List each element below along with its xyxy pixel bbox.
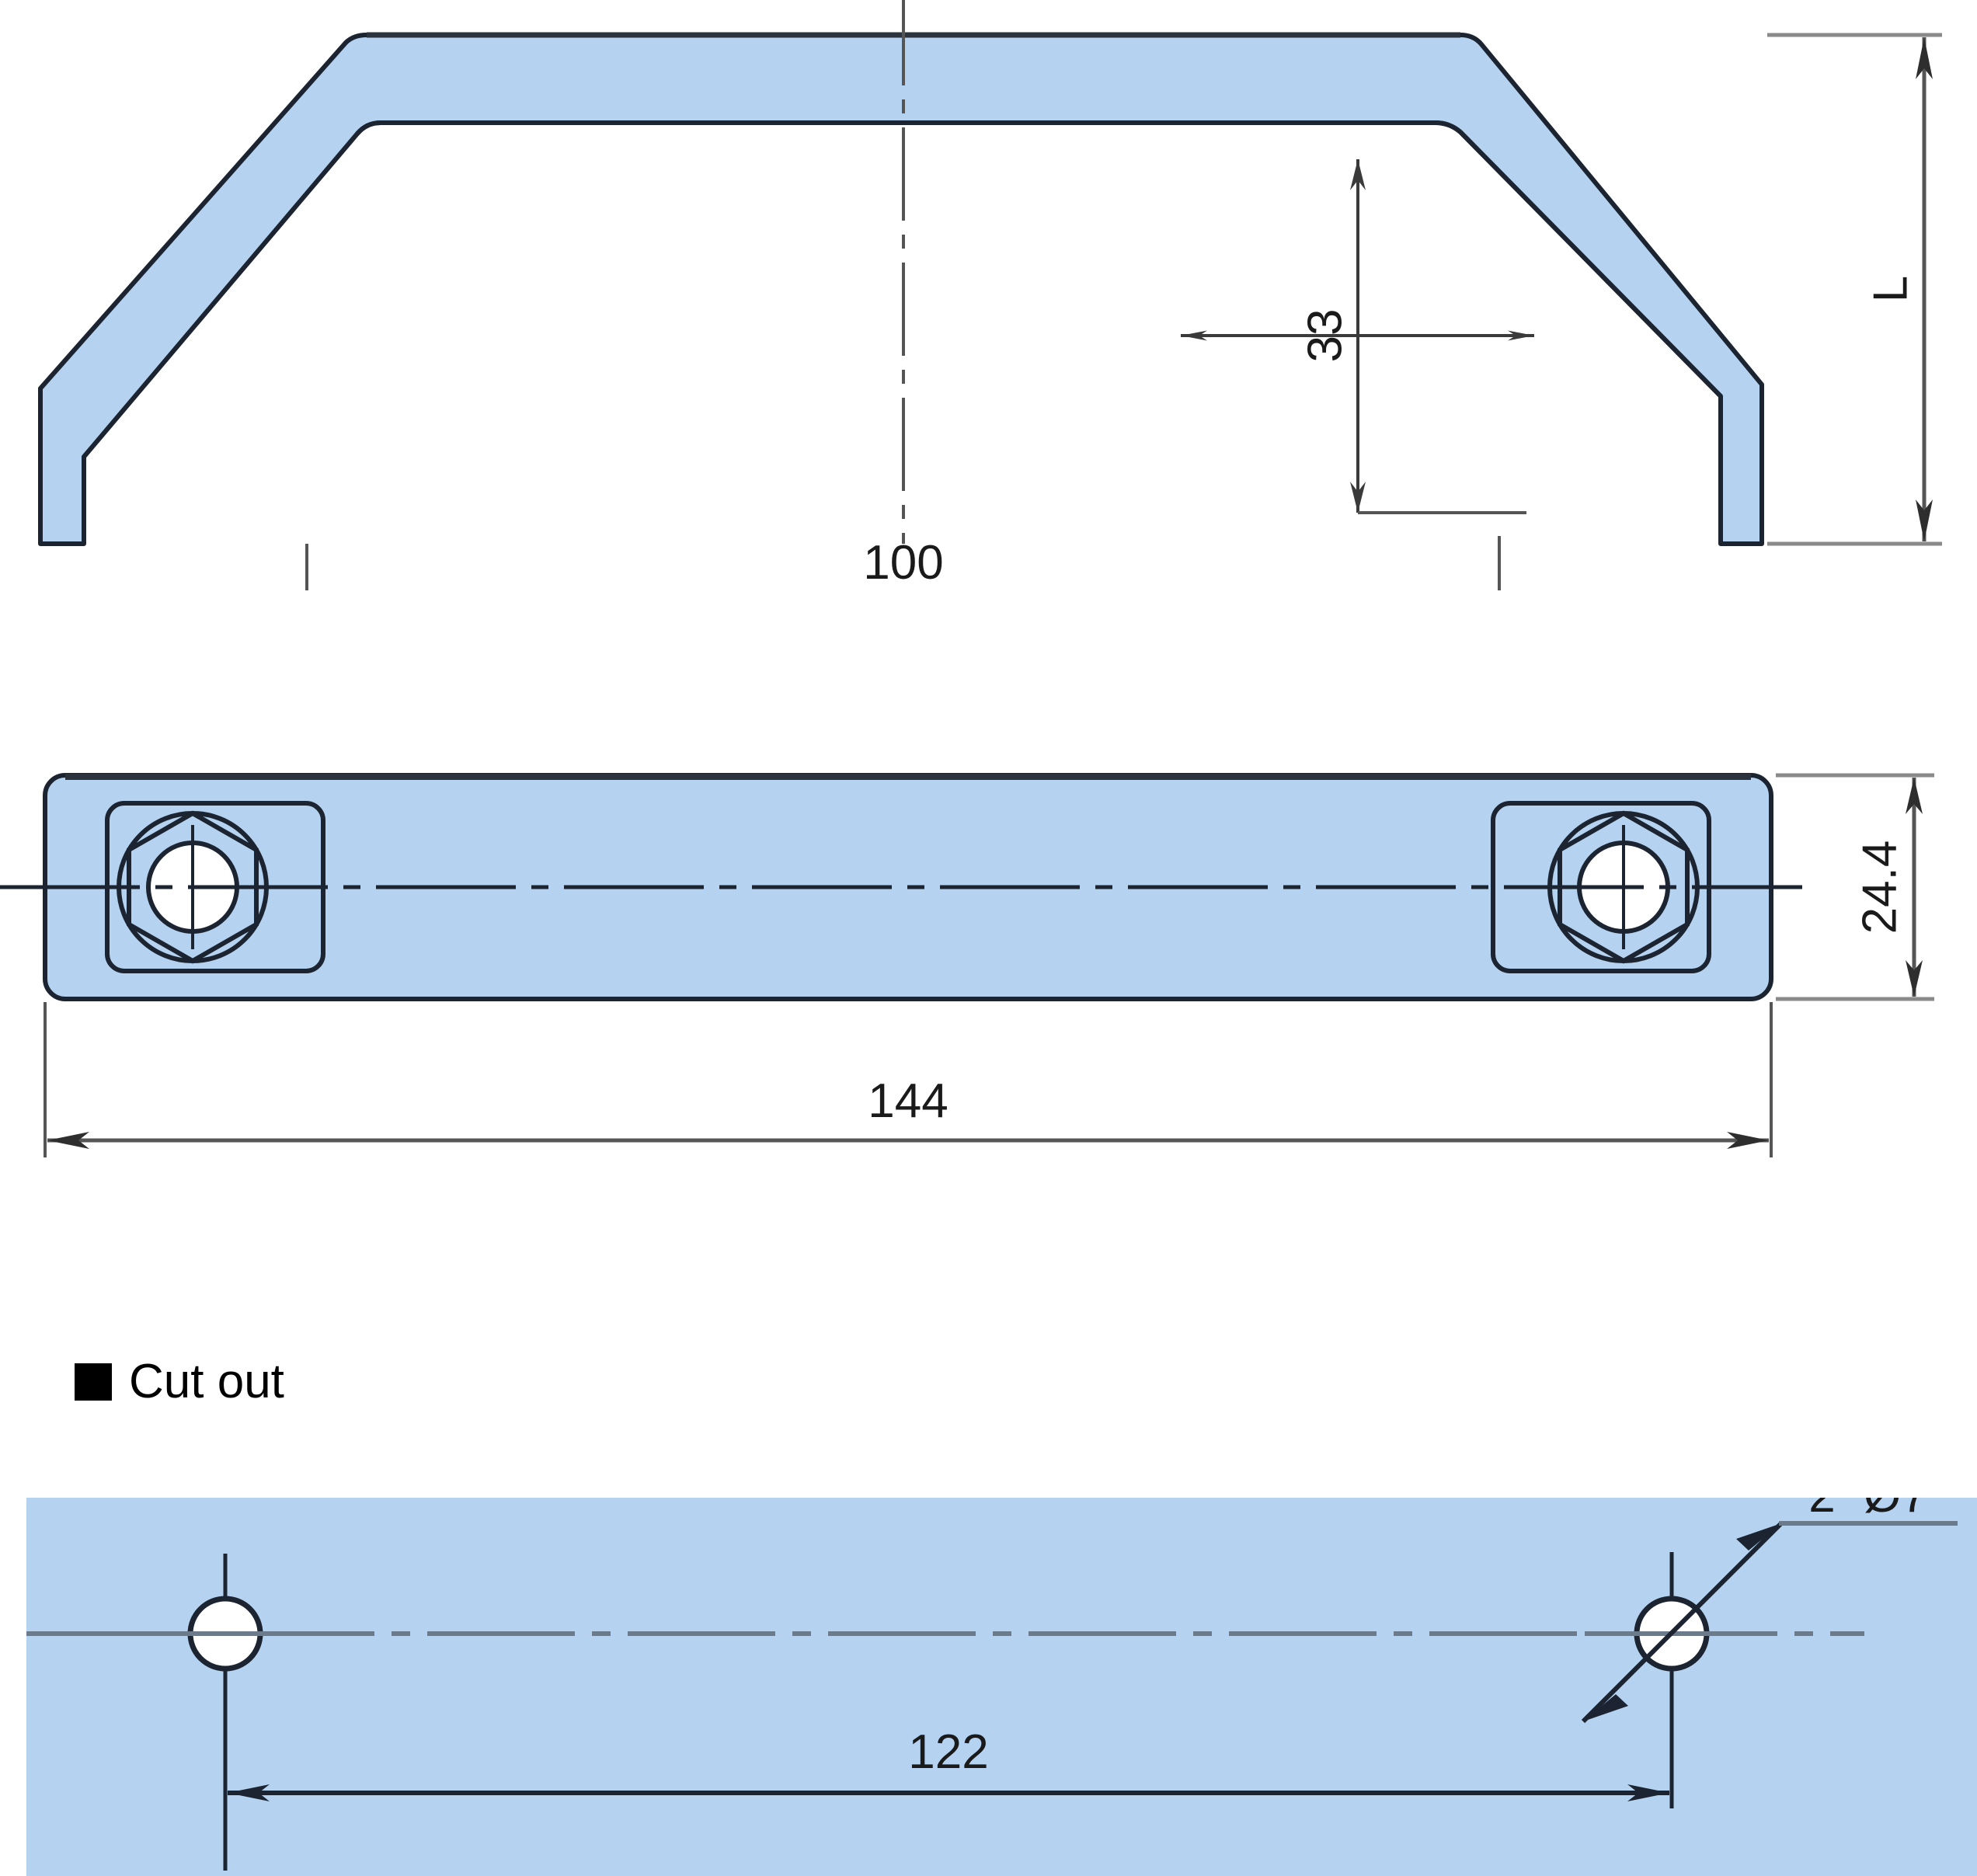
dimension-hole-spacing-label: 122 <box>908 1725 988 1779</box>
dimension-grip-height: 33 <box>1181 159 1534 514</box>
dimension-grip-width: 100 <box>305 536 1501 590</box>
dimension-overall-height-label: L <box>1864 276 1917 302</box>
cutout-legend-label: Cut out <box>129 1355 284 1408</box>
dimension-grip-width-label: 100 <box>863 536 943 590</box>
cutout-panel <box>26 1498 1977 1876</box>
hole-callout-label: 2−Ø7 <box>1808 1498 1927 1523</box>
dimension-grip-height-label: 33 <box>1298 309 1352 363</box>
dimension-hole-spacing: 122 <box>223 1669 1674 1808</box>
hole-callout-leader: 2−Ø7 <box>1581 1498 1958 1724</box>
filled-square-icon <box>75 1363 112 1401</box>
dimension-overall-width: 24.4 <box>1776 773 1934 1001</box>
cutout-legend: Cut out <box>75 1358 284 1406</box>
top-plan-view: 24.4 144 <box>0 773 1934 1157</box>
dimension-overall-height: L <box>1767 33 1942 546</box>
cutout-view: 2−Ø7 122 <box>26 1498 1977 1876</box>
dimension-overall-length: 144 <box>44 1002 1773 1157</box>
dimension-overall-width-label: 24.4 <box>1853 841 1906 935</box>
front-elevation-view: 33 100 L <box>38 0 1942 590</box>
handle-body-front <box>38 32 1764 546</box>
dimension-overall-length-label: 144 <box>868 1074 948 1128</box>
hole-left <box>148 1554 303 1871</box>
